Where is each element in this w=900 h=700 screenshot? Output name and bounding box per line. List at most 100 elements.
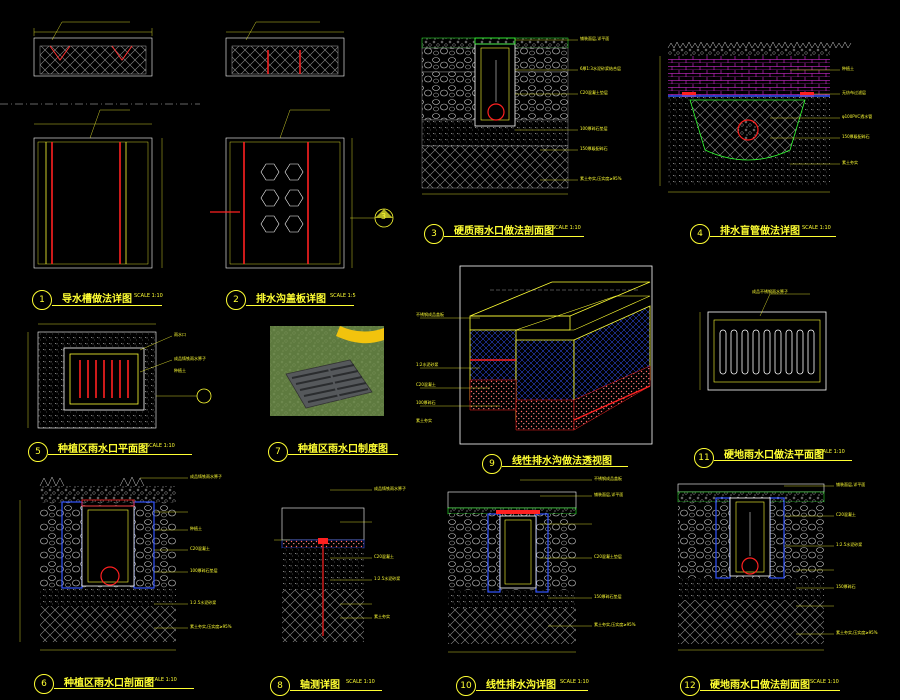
annotation: C20混凝土 (416, 382, 436, 387)
annotation: φ100PVC透水管 (842, 114, 873, 119)
annotation: 不锈钢成品盖板 (594, 476, 622, 481)
detail-number: 6 (34, 674, 54, 694)
annotation: 种植土 (842, 66, 854, 71)
detail-scale: SCALE 1:10 (346, 679, 375, 685)
detail-number: 2 (226, 290, 246, 310)
annotation: 铺装面层,详平面 (836, 482, 866, 487)
annotation: 素土夯实,压实度≥95% (190, 624, 232, 629)
title-underline (710, 236, 836, 237)
annotation: C20混凝土垫层 (594, 554, 622, 559)
title-underline (476, 690, 588, 691)
detail-number: 10 (456, 676, 476, 696)
detail-number: 5 (28, 442, 48, 462)
detail-number: 8 (270, 676, 290, 696)
detail-title: 线性排水沟详图 (486, 680, 556, 691)
annotation: C20混凝土 (190, 546, 210, 551)
title-underline (700, 690, 840, 691)
annotation: 素土夯实 (842, 160, 858, 165)
annotation: 100厚碎石垫层 (580, 126, 608, 131)
detail-scale: SCALE 1:10 (802, 225, 831, 231)
annotation: 铺装面层,详平面 (580, 36, 610, 41)
detail-scale: SCALE 1:10 (560, 679, 589, 685)
detail-scale: SCALE 1:10 (148, 677, 177, 683)
detail-scale: SCALE 1:10 (552, 225, 581, 231)
detail-1-drawing (0, 21, 200, 269)
title-underline (290, 690, 382, 691)
detail-title: 导水槽做法详图 (62, 294, 132, 305)
annotation: C20混凝土 (836, 512, 856, 517)
detail-10-drawing (447, 479, 592, 653)
detail-5-drawing (27, 323, 212, 429)
detail-8-drawing (274, 489, 372, 642)
detail-scale: SCALE 1:10 (816, 449, 845, 455)
detail-scale: SCALE 1:10 (810, 679, 839, 685)
detail-9-drawing (420, 265, 653, 445)
title-underline (48, 454, 192, 455)
annotation: 素土夯实,压实度≥95% (836, 630, 878, 635)
detail-3-drawing (421, 37, 578, 195)
title-underline (54, 688, 194, 689)
title-underline (444, 236, 584, 237)
annotation: 种植土 (174, 368, 186, 373)
annotation: 成品铸铁雨水箅子 (190, 474, 222, 479)
detail-title: 轴测详图 (300, 680, 340, 691)
annotation: C20混凝土垫层 (580, 90, 608, 95)
detail-title: 硬地雨水口做法剖面图 (710, 680, 810, 691)
annotation: 铺装面层,详平面 (594, 492, 624, 497)
detail-12-drawing (677, 483, 834, 651)
annotation: 1:2.5水泥砂浆 (374, 576, 401, 581)
detail-number: 7 (268, 442, 288, 462)
detail-scale: SCALE 1:10 (134, 293, 163, 299)
annotation: 150厚碎石 (836, 584, 856, 589)
section-marker-label: 3 (381, 212, 387, 221)
detail-title: 排水沟盖板详图 (256, 294, 326, 305)
annotation: 雨水口 (174, 332, 186, 337)
detail-number: 3 (424, 224, 444, 244)
detail-title: 硬地雨水口做法平面图 (724, 450, 824, 461)
detail-number: 1 (32, 290, 52, 310)
detail-title: 种植区雨水口制度图 (298, 444, 388, 455)
detail-number: 11 (694, 448, 714, 468)
annotation: 不锈钢成品盖板 (416, 312, 444, 317)
annotation: 100厚碎石垫层 (190, 568, 218, 573)
section-marker (350, 208, 394, 228)
detail-6-drawing (19, 476, 188, 651)
detail-title: 种植区雨水口平面图 (58, 444, 148, 455)
title-underline (246, 305, 354, 306)
annotation: C20混凝土 (374, 554, 394, 559)
annotation: 1:2.5水泥砂浆 (836, 542, 863, 547)
annotation: 150厚级配碎石 (842, 134, 870, 139)
detail-2-drawing (210, 21, 353, 269)
detail-title: 种植区雨水口剖面图 (64, 678, 154, 689)
detail-scale: SCALE 1:10 (146, 443, 175, 449)
detail-title: 硬质雨水口做法剖面图 (454, 226, 554, 237)
detail-number: 12 (680, 676, 700, 696)
annotation: 成品铸铁雨水箅子 (174, 356, 206, 361)
title-underline (52, 305, 162, 306)
annotation: 150厚碎石垫层 (594, 594, 622, 599)
annotation: 150厚级配碎石 (580, 146, 608, 151)
detail-11-drawing (699, 293, 827, 391)
title-underline (502, 466, 628, 467)
detail-number: 4 (690, 224, 710, 244)
title-underline (714, 460, 852, 461)
annotation: 素土夯实,压实度≥95% (594, 622, 636, 627)
detail-title: 排水盲管做法详图 (720, 226, 800, 237)
annotation: 无纺布过滤层 (842, 90, 866, 95)
detail-scale: SCALE 1:5 (330, 293, 356, 299)
title-underline (288, 454, 398, 455)
annotation: 1:2水泥砂浆 (416, 362, 439, 367)
annotation: 素土夯实 (374, 614, 390, 619)
detail-4-drawing (659, 41, 852, 193)
detail-7-photo (270, 326, 384, 416)
annotation: 1:2.5水泥砂浆 (190, 600, 217, 605)
annotation: 素土夯实,压实度≥95% (580, 176, 622, 181)
annotation: 6厚1:3水泥砂浆结合层 (580, 66, 621, 71)
detail-number: 9 (482, 454, 502, 474)
annotation: 100厚碎石 (416, 400, 436, 405)
annotation: 素土夯实 (416, 418, 432, 423)
detail-title: 线性排水沟做法透视图 (512, 456, 612, 467)
annotation: 成品铸铁雨水箅子 (374, 486, 406, 491)
annotation: 种植土 (190, 526, 202, 531)
